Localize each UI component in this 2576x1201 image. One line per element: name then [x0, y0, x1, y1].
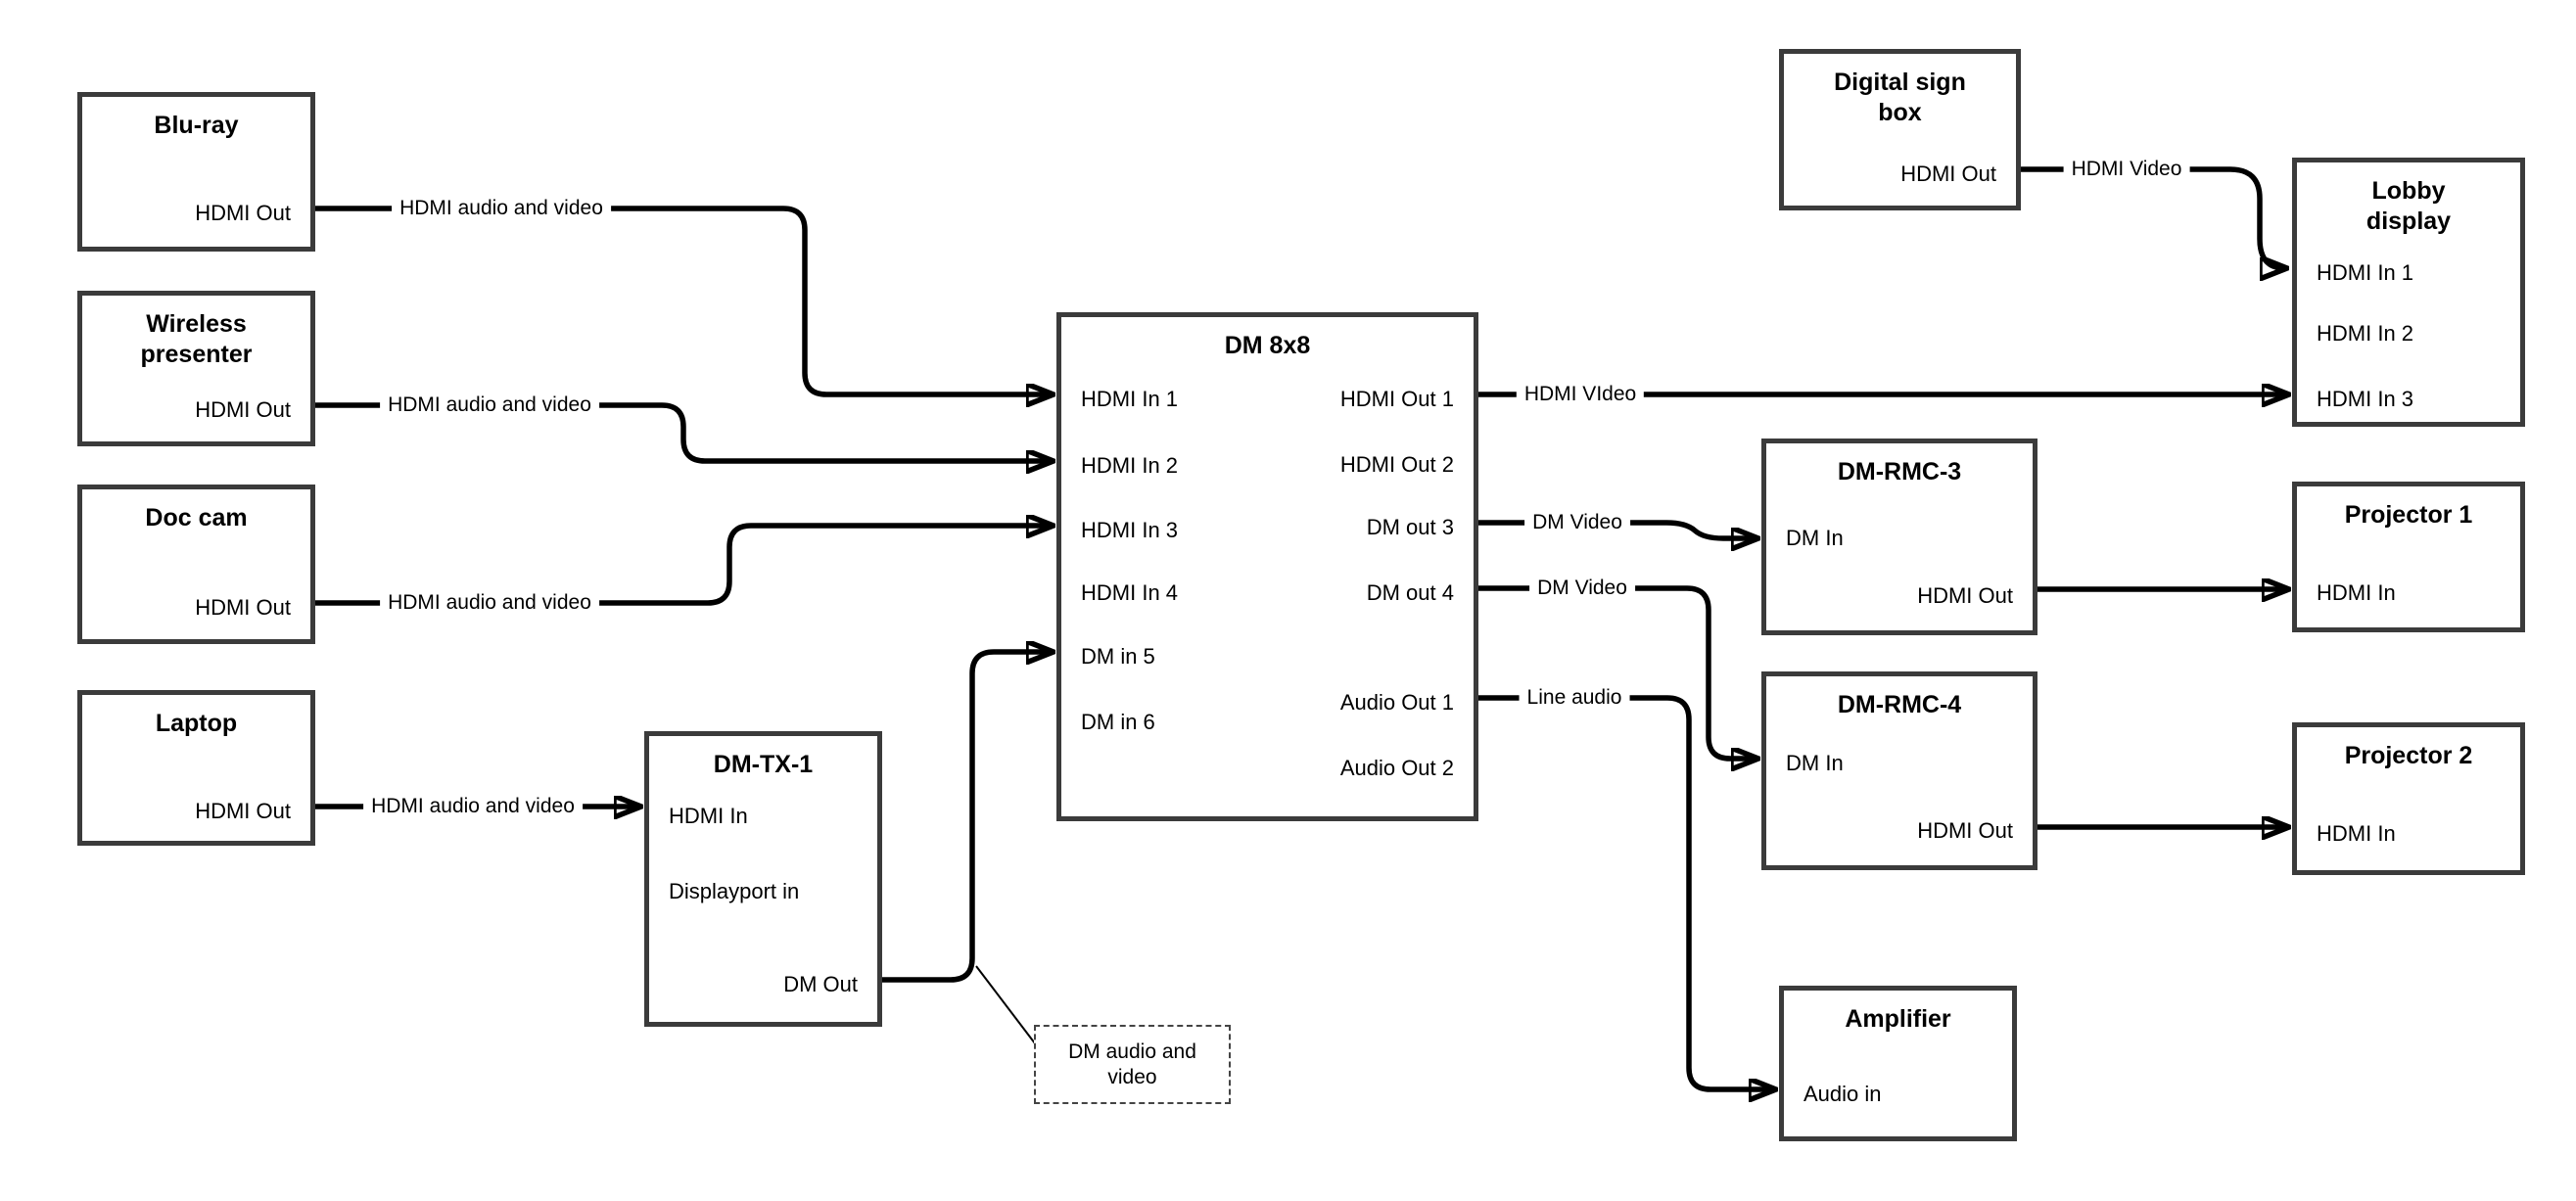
node-lobby-display: Lobby display HDMI In 1 HDMI In 2 HDMI I…: [2292, 158, 2525, 427]
node-signbox-title-line2: box: [1878, 99, 1922, 126]
port-signbox-hdmi-out: HDMI Out: [1900, 162, 1996, 186]
node-projector-2: Projector 2 HDMI In: [2292, 722, 2525, 875]
port-dmrmc4-hdmi-out: HDMI Out: [1917, 818, 2013, 843]
port-doccam-hdmi-out: HDMI Out: [195, 595, 291, 620]
edge-label-laptop-hdmi-av: HDMI audio and video: [363, 793, 583, 820]
port-dm8x8-hdmi-in-4: HDMI In 4: [1081, 580, 1179, 605]
node-doc-cam: Doc cam HDMI Out: [77, 485, 315, 644]
node-dmtx1-title: DM-TX-1: [713, 751, 814, 778]
port-dm8x8-audio-out-1: Audio Out 1: [1339, 690, 1454, 715]
edge-wireless-to-dm8x8-in2: [315, 402, 1051, 461]
edge-dm8x8-out3-to-dmrmc3: [1478, 520, 1756, 538]
edge-label-hdmi-video-out1: HDMI VIdeo: [1516, 381, 1645, 408]
edge-doccam-to-dm8x8-in3: [315, 526, 1051, 606]
edge-label-dm-video-out4: DM Video: [1529, 575, 1635, 602]
port-dmrmc3-hdmi-out: HDMI Out: [1917, 583, 2013, 608]
port-dm8x8-hdmi-out-2: HDMI Out 2: [1339, 452, 1454, 477]
node-wireless-presenter: Wireless presenter HDMI Out: [77, 291, 315, 446]
node-dm-rmc-3: DM-RMC-3 DM In HDMI Out: [1761, 439, 2037, 635]
port-lobby-hdmi-in-2: HDMI In 2: [2317, 321, 2414, 346]
node-laptop: Laptop HDMI Out: [77, 690, 315, 846]
node-lobby-title: Lobby: [2371, 177, 2446, 205]
node-proj2-title: Projector 2: [2344, 742, 2473, 769]
port-dm8x8-dm-out-4: DM out 4: [1366, 580, 1454, 605]
port-dmrmc3-dm-in: DM In: [1786, 526, 1844, 550]
edge-label-wireless-hdmi-av: HDMI audio and video: [380, 392, 599, 419]
node-digital-sign-box: Digital sign box HDMI Out: [1779, 49, 2021, 210]
port-dmtx1-dm-out: DM Out: [783, 972, 858, 996]
edge-bluray-to-dm8x8-in1: [315, 206, 1051, 394]
port-laptop-hdmi-out: HDMI Out: [195, 799, 291, 823]
port-dm8x8-hdmi-out-1: HDMI Out 1: [1339, 387, 1454, 411]
edge-label-doccam-hdmi-av: HDMI audio and video: [380, 589, 599, 617]
edge-label-line-audio: Line audio: [1519, 684, 1630, 712]
port-amp-audio-in: Audio in: [1803, 1082, 1882, 1106]
edge-signbox-to-lobby-in1: [2021, 166, 2284, 268]
node-proj1-title: Projector 1: [2344, 501, 2473, 529]
node-laptop-title: Laptop: [155, 710, 238, 737]
edge-label-hdmi-video-sign: HDMI Video: [2063, 156, 2190, 183]
port-dm8x8-hdmi-in-3: HDMI In 3: [1081, 518, 1179, 542]
port-dm8x8-dm-in-6: DM in 6: [1081, 710, 1155, 734]
edge-label-bluray-hdmi-av: HDMI audio and video: [392, 195, 611, 222]
port-wireless-hdmi-out: HDMI Out: [195, 397, 291, 422]
edge-label-dm-video-out3: DM Video: [1524, 509, 1630, 536]
note-dm-audio-and-video: DM audio and video: [1034, 1025, 1231, 1104]
port-proj1-hdmi-in: HDMI In: [2317, 580, 2396, 605]
port-lobby-hdmi-in-1: HDMI In 1: [2317, 260, 2414, 285]
node-bluray: Blu-ray HDMI Out: [77, 92, 315, 252]
node-projector-1: Projector 1 HDMI In: [2292, 482, 2525, 632]
node-lobby-title-line2: display: [2365, 208, 2452, 235]
note-leader-line: [975, 965, 1036, 1044]
port-dmtx1-displayport-in: Displayport in: [669, 879, 800, 903]
node-wireless-title: Wireless: [146, 310, 247, 338]
port-bluray-hdmi-out: HDMI Out: [195, 201, 291, 225]
edge-dm8x8-aout1-to-amp: [1478, 695, 1773, 1089]
node-dm-rmc-4: DM-RMC-4 DM In HDMI Out: [1761, 671, 2037, 870]
edge-dmtx1-to-dm8x8-in5: [882, 652, 1051, 983]
port-dmtx1-hdmi-in: HDMI In: [669, 804, 748, 828]
edge-dm8x8-out4-to-dmrmc4: [1478, 585, 1756, 759]
node-signbox-title: Digital sign: [1834, 69, 1966, 96]
port-dm8x8-hdmi-in-2: HDMI In 2: [1081, 453, 1179, 478]
port-dm8x8-dm-out-3: DM out 3: [1366, 515, 1454, 539]
node-amp-title: Amplifier: [1845, 1005, 1951, 1033]
node-dm-8x8: DM 8x8 HDMI In 1 HDMI In 2 HDMI In 3 HDM…: [1056, 312, 1478, 821]
node-dm-tx-1: DM-TX-1 HDMI In Displayport in DM Out: [644, 731, 882, 1027]
node-dmrmc4-title: DM-RMC-4: [1837, 691, 1962, 718]
port-dm8x8-dm-in-5: DM in 5: [1081, 644, 1155, 669]
node-dmrmc3-title: DM-RMC-3: [1837, 458, 1962, 485]
node-amplifier: Amplifier Audio in: [1779, 986, 2017, 1141]
node-dm8x8-title: DM 8x8: [1224, 332, 1311, 359]
port-proj2-hdmi-in: HDMI In: [2317, 821, 2396, 846]
port-dm8x8-hdmi-in-1: HDMI In 1: [1081, 387, 1179, 411]
port-lobby-hdmi-in-3: HDMI In 3: [2317, 387, 2414, 411]
node-wireless-title-line2: presenter: [140, 341, 253, 368]
node-bluray-title: Blu-ray: [154, 112, 239, 139]
node-doccam-title: Doc cam: [145, 504, 248, 531]
port-dm8x8-audio-out-2: Audio Out 2: [1339, 756, 1454, 780]
port-dmrmc4-dm-in: DM In: [1786, 751, 1844, 775]
